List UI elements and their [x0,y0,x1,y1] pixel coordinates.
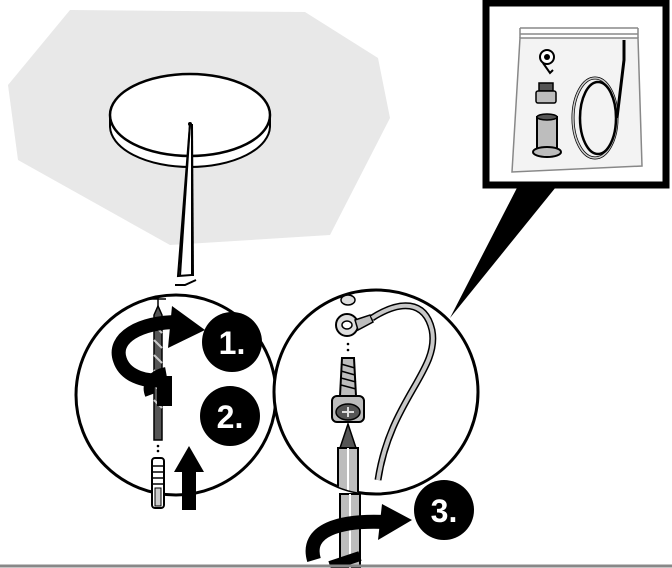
washer-icon [340,294,356,306]
up-arrow-icon [174,446,204,510]
rotate-arrow-screwdriver-icon [305,504,412,568]
step-2-badge: 2. [200,386,260,446]
screw-icon [331,357,365,423]
parts-bag-icon [511,27,643,173]
screwdriver-icon [337,421,359,494]
rotate-arrow-icon [111,306,205,406]
step-3-label: 3. [431,493,458,529]
wall-plug-icon [151,457,165,509]
detail-circle-right [272,288,480,496]
step-1-label: 1. [219,325,246,361]
step-2-label: 2. [217,399,244,435]
callout-pointer [450,182,560,318]
alignment-dots [156,444,160,453]
step-1-badge: 1. [202,312,262,372]
step-3-badge: 3. [414,480,474,540]
ring-terminal-icon [335,313,374,337]
